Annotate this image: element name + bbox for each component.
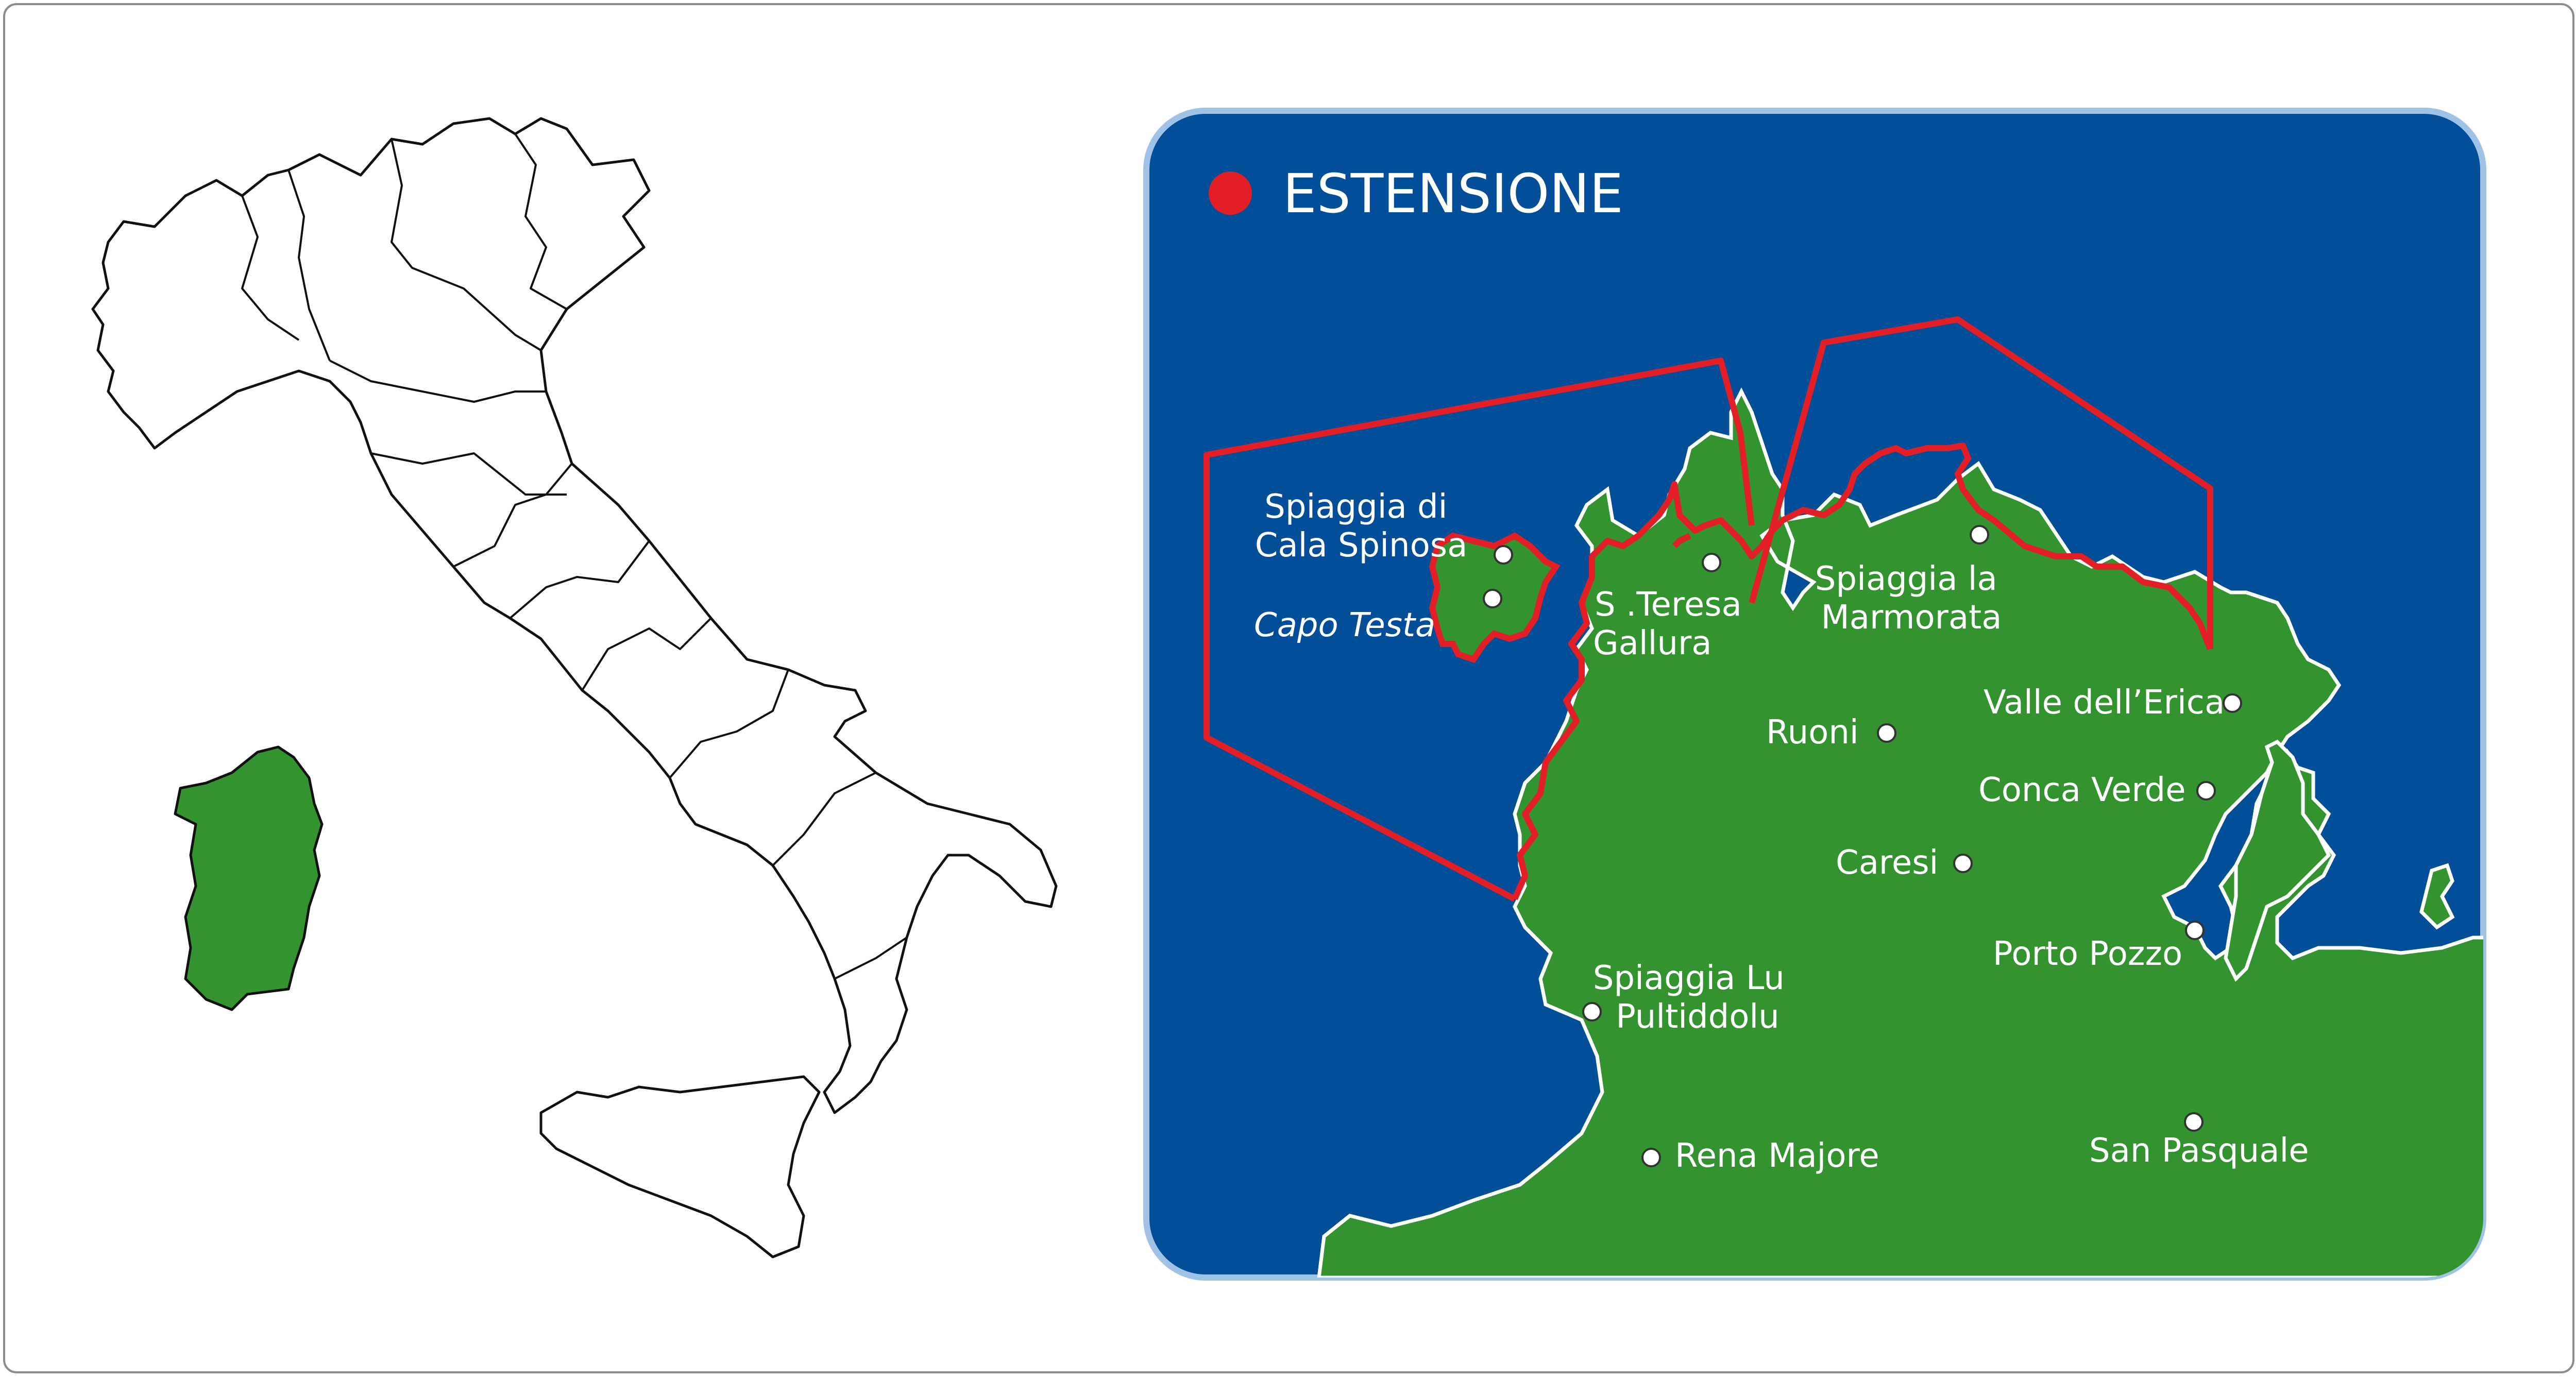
place-dot — [2185, 921, 2205, 940]
legend-label: ESTENSIONE — [1283, 162, 1623, 225]
place-dot — [2184, 1112, 2204, 1132]
place-labels: Spiaggia di Cala Spinosa Capo Testa S .T… — [1254, 488, 2309, 1175]
sardinia-highlight — [174, 745, 324, 1011]
label-marmorata: Spiaggia la Marmorata — [1815, 560, 2008, 637]
italy-overview-map — [91, 117, 1058, 1258]
place-dot — [1494, 545, 1513, 565]
place-dot — [1702, 553, 1721, 572]
label-valle-erica: Valle dell’Erica — [1984, 684, 2225, 722]
extension-boundary — [1204, 316, 2213, 902]
place-dot — [1483, 589, 1502, 608]
label-cala-spinosa: Spiaggia di Cala Spinosa — [1255, 488, 1468, 565]
legend: ESTENSIONE — [1209, 162, 1623, 225]
eastern-peninsula — [2224, 739, 2331, 982]
detail-map-panel: ESTENSIONE Spiaggia di Cala Spinosa Capo… — [1143, 108, 2486, 1281]
label-caresi: Caresi — [1836, 844, 1938, 882]
region-boundaries — [241, 133, 908, 980]
label-ruoni: Ruoni — [1766, 713, 1859, 752]
place-dot — [1877, 723, 1896, 743]
islet — [2419, 863, 2455, 930]
place-dot — [1953, 854, 1973, 873]
italy-mainland-outline — [91, 117, 1058, 1114]
place-dot — [1641, 1148, 1661, 1167]
sicily-outline — [539, 1075, 821, 1258]
label-san-pasquale: San Pasquale — [2089, 1132, 2309, 1170]
label-capo-testa: Capo Testa — [1254, 606, 1435, 644]
place-markers — [1483, 525, 2242, 1167]
place-dot — [1582, 1002, 1602, 1022]
label-conca-verde: Conca Verde — [1978, 771, 2186, 809]
place-dot — [1970, 525, 1989, 545]
red-dot-icon — [1209, 172, 1252, 215]
place-dot — [2223, 693, 2242, 713]
label-porto-pozzo: Porto Pozzo — [1993, 935, 2182, 973]
label-santa-teresa: S .Teresa Gallura — [1593, 586, 1752, 662]
label-lu-pultiddolu: Spiaggia Lu Pultiddolu — [1593, 959, 1795, 1036]
place-dot — [2196, 781, 2216, 801]
label-rena-majore: Rena Majore — [1675, 1137, 1879, 1175]
